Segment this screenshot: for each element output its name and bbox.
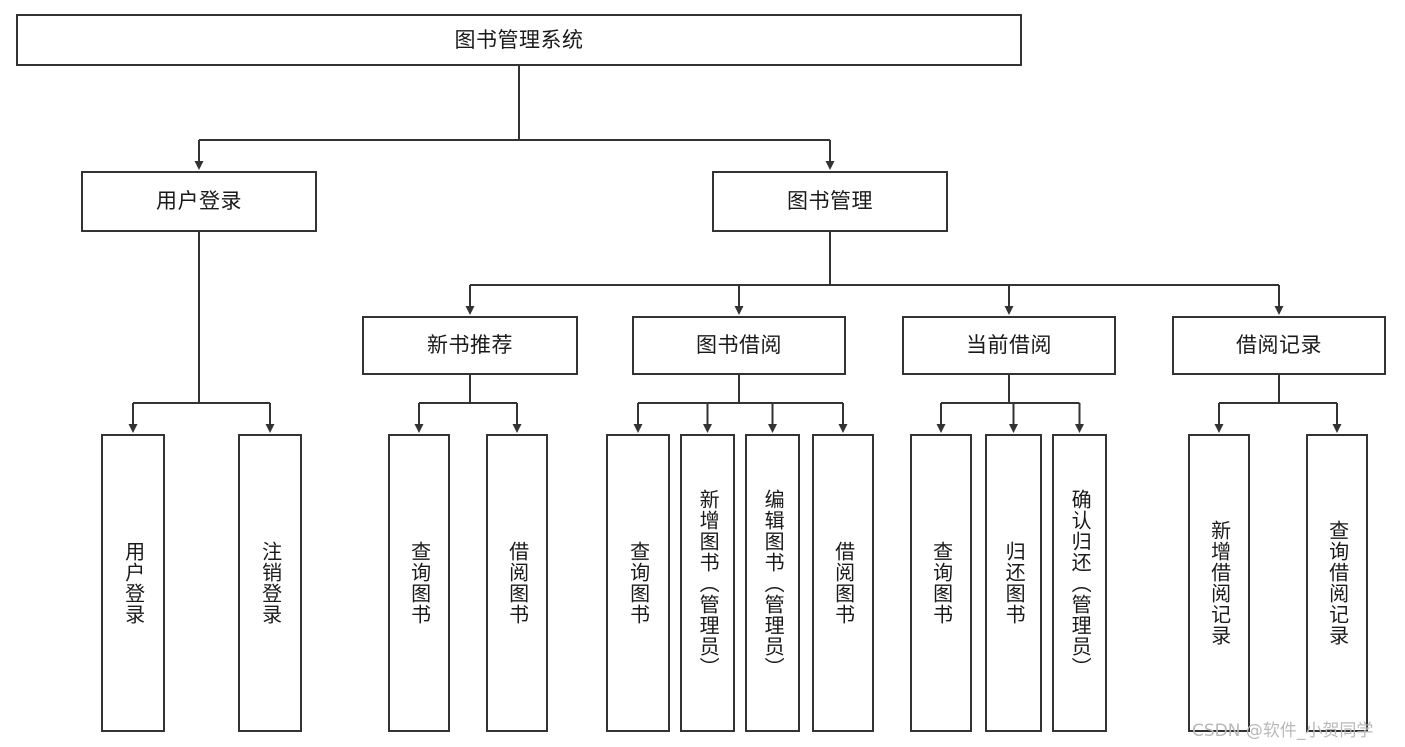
node-user-login: 用户登录 — [81, 171, 317, 232]
node-label: 查询图书 — [626, 541, 651, 625]
node-label: 确认归还（管理员） — [1068, 488, 1093, 678]
node-label: 图书管理 — [787, 189, 873, 213]
node-leaf-query-book-c: 查询图书 — [910, 434, 972, 732]
node-label: 当前借阅 — [966, 333, 1052, 357]
node-label: 新书推荐 — [427, 333, 513, 357]
node-label: 注销登录 — [258, 541, 283, 625]
node-book-manage: 图书管理 — [712, 171, 948, 232]
node-label: 新增借阅记录 — [1207, 520, 1232, 646]
node-leaf-add-record: 新增借阅记录 — [1188, 434, 1250, 732]
watermark: CSDN @软件_小贺同学 — [1192, 721, 1374, 741]
node-label: 查询图书 — [407, 541, 432, 625]
node-leaf-edit-book: 编辑图书（管理员） — [745, 434, 800, 732]
node-label: 查询借阅记录 — [1325, 520, 1350, 646]
node-label: 查询图书 — [929, 541, 954, 625]
node-leaf-query-record: 查询借阅记录 — [1306, 434, 1368, 732]
node-borrow-record: 借阅记录 — [1172, 316, 1386, 375]
node-label: 借阅图书 — [505, 541, 530, 625]
node-leaf-logout: 注销登录 — [238, 434, 302, 732]
node-leaf-return-book: 归还图书 — [985, 434, 1042, 732]
node-leaf-borrow-book-a: 借阅图书 — [486, 434, 548, 732]
node-book-borrow: 图书借阅 — [632, 316, 846, 375]
node-label: 图书借阅 — [696, 333, 782, 357]
node-leaf-borrow-book-b: 借阅图书 — [812, 434, 874, 732]
node-new-book-rec: 新书推荐 — [362, 316, 578, 375]
node-label: 图书管理系统 — [454, 27, 584, 52]
node-label: 借阅图书 — [831, 541, 856, 625]
node-label: 用户登录 — [156, 189, 242, 213]
node-leaf-add-book: 新增图书（管理员） — [680, 434, 735, 732]
node-label: 编辑图书（管理员） — [761, 488, 786, 678]
node-leaf-query-book-a: 查询图书 — [388, 434, 450, 732]
node-label: 新增图书（管理员） — [696, 488, 721, 678]
node-leaf-query-book-b: 查询图书 — [606, 434, 670, 732]
node-label: 用户登录 — [121, 541, 146, 625]
node-leaf-confirm-return: 确认归还（管理员） — [1052, 434, 1107, 732]
node-current-borrow: 当前借阅 — [902, 316, 1116, 375]
node-label: 归还图书 — [1002, 541, 1027, 625]
node-root: 图书管理系统 — [16, 14, 1022, 66]
node-label: 借阅记录 — [1236, 333, 1322, 357]
node-leaf-user-login: 用户登录 — [101, 434, 165, 732]
